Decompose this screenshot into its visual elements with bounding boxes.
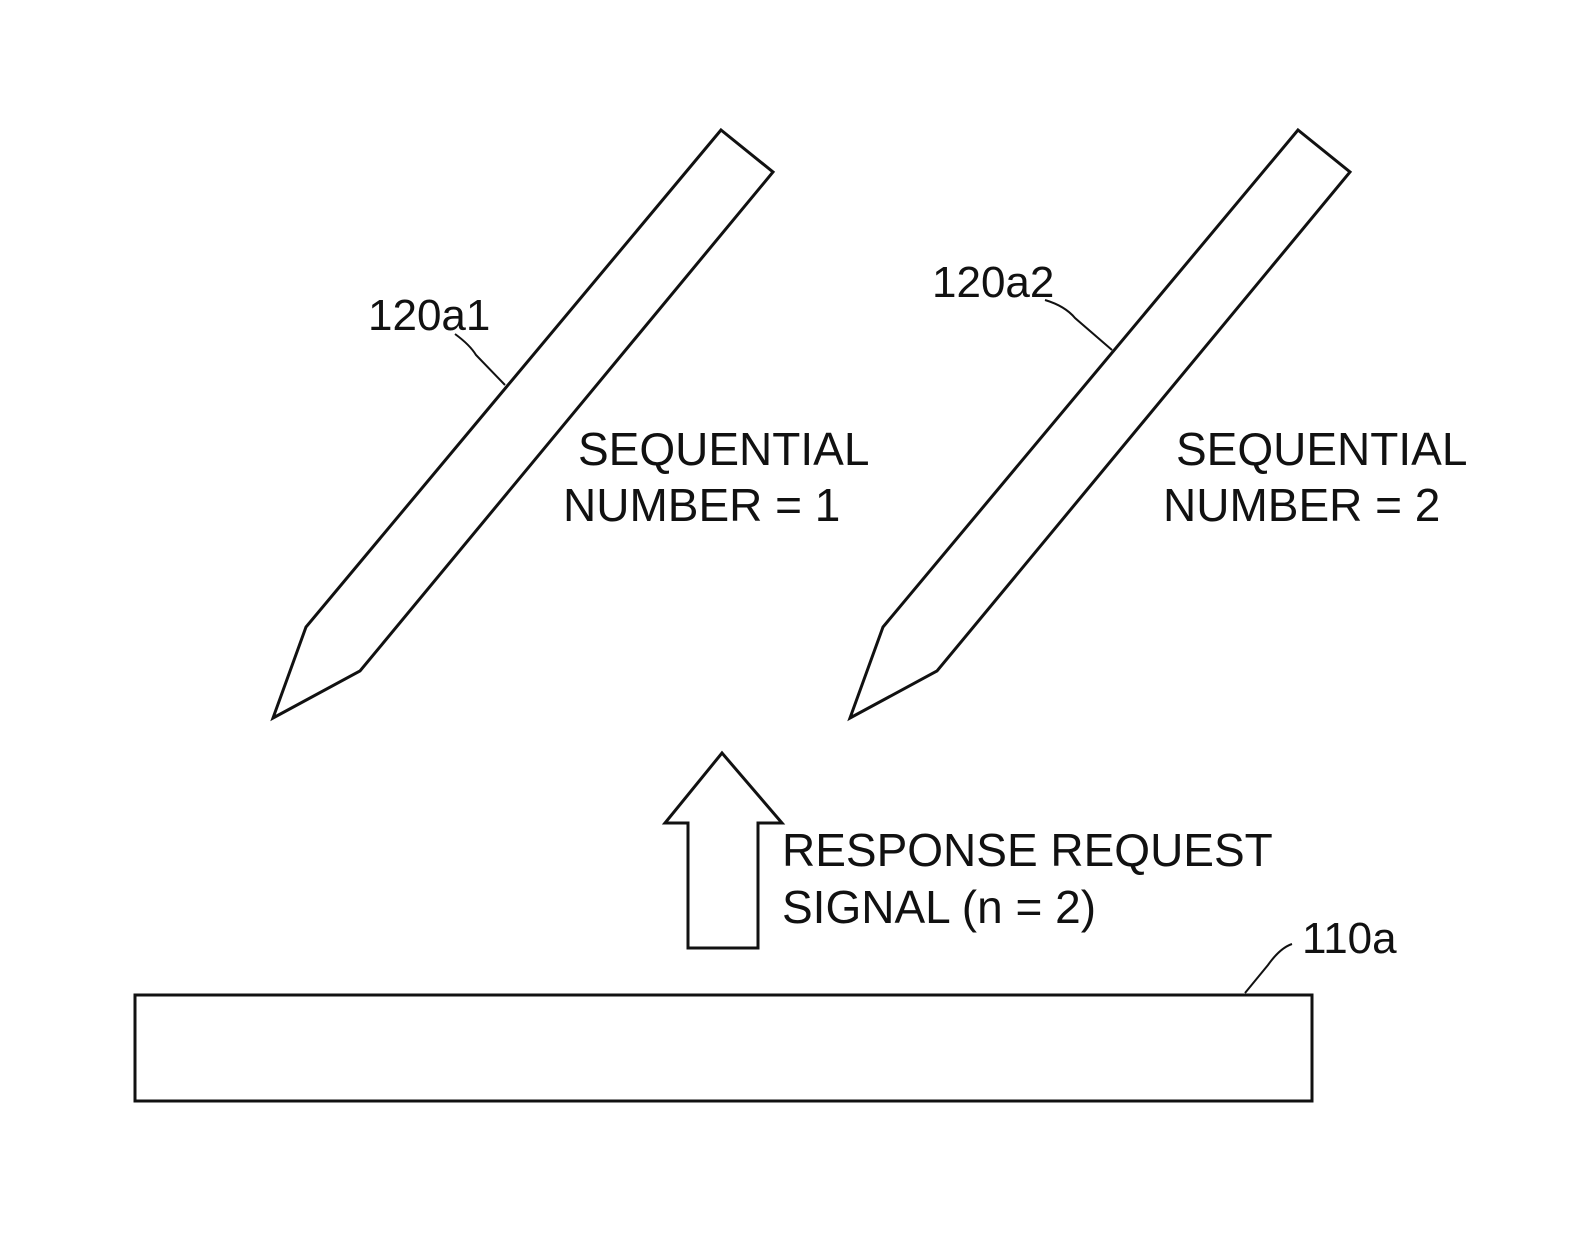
signal-label-line1: RESPONSE REQUEST [782,824,1273,876]
stylus-pen-2-leader-line [1045,300,1112,350]
touch-device: 110a [135,914,1397,1101]
stylus-pen-2-caption-line2: NUMBER = 2 [1163,479,1440,531]
touch-device-ref-label: 110a [1302,914,1397,963]
stylus-pen-1-leader-line [455,334,505,385]
upward-arrow-icon [665,753,782,948]
stylus-pen-1-ref-label: 120a1 [368,291,490,340]
response-request-signal: RESPONSE REQUEST SIGNAL (n = 2) [665,753,1273,948]
touch-device-leader-line [1245,944,1292,993]
stylus-pen-2: 120a2 SEQUENTIAL NUMBER = 2 [850,130,1467,718]
stylus-pen-2-caption-line1: SEQUENTIAL [1176,423,1467,475]
stylus-pen-2-ref-label: 120a2 [932,258,1054,307]
signal-label-line2: SIGNAL (n = 2) [782,881,1096,933]
stylus-pen-1: 120a1 SEQUENTIAL NUMBER = 1 [273,130,869,718]
touch-device-panel [135,995,1312,1101]
stylus-pen-1-caption-line1: SEQUENTIAL [578,423,869,475]
stylus-pen-1-caption-line2: NUMBER = 1 [563,479,840,531]
